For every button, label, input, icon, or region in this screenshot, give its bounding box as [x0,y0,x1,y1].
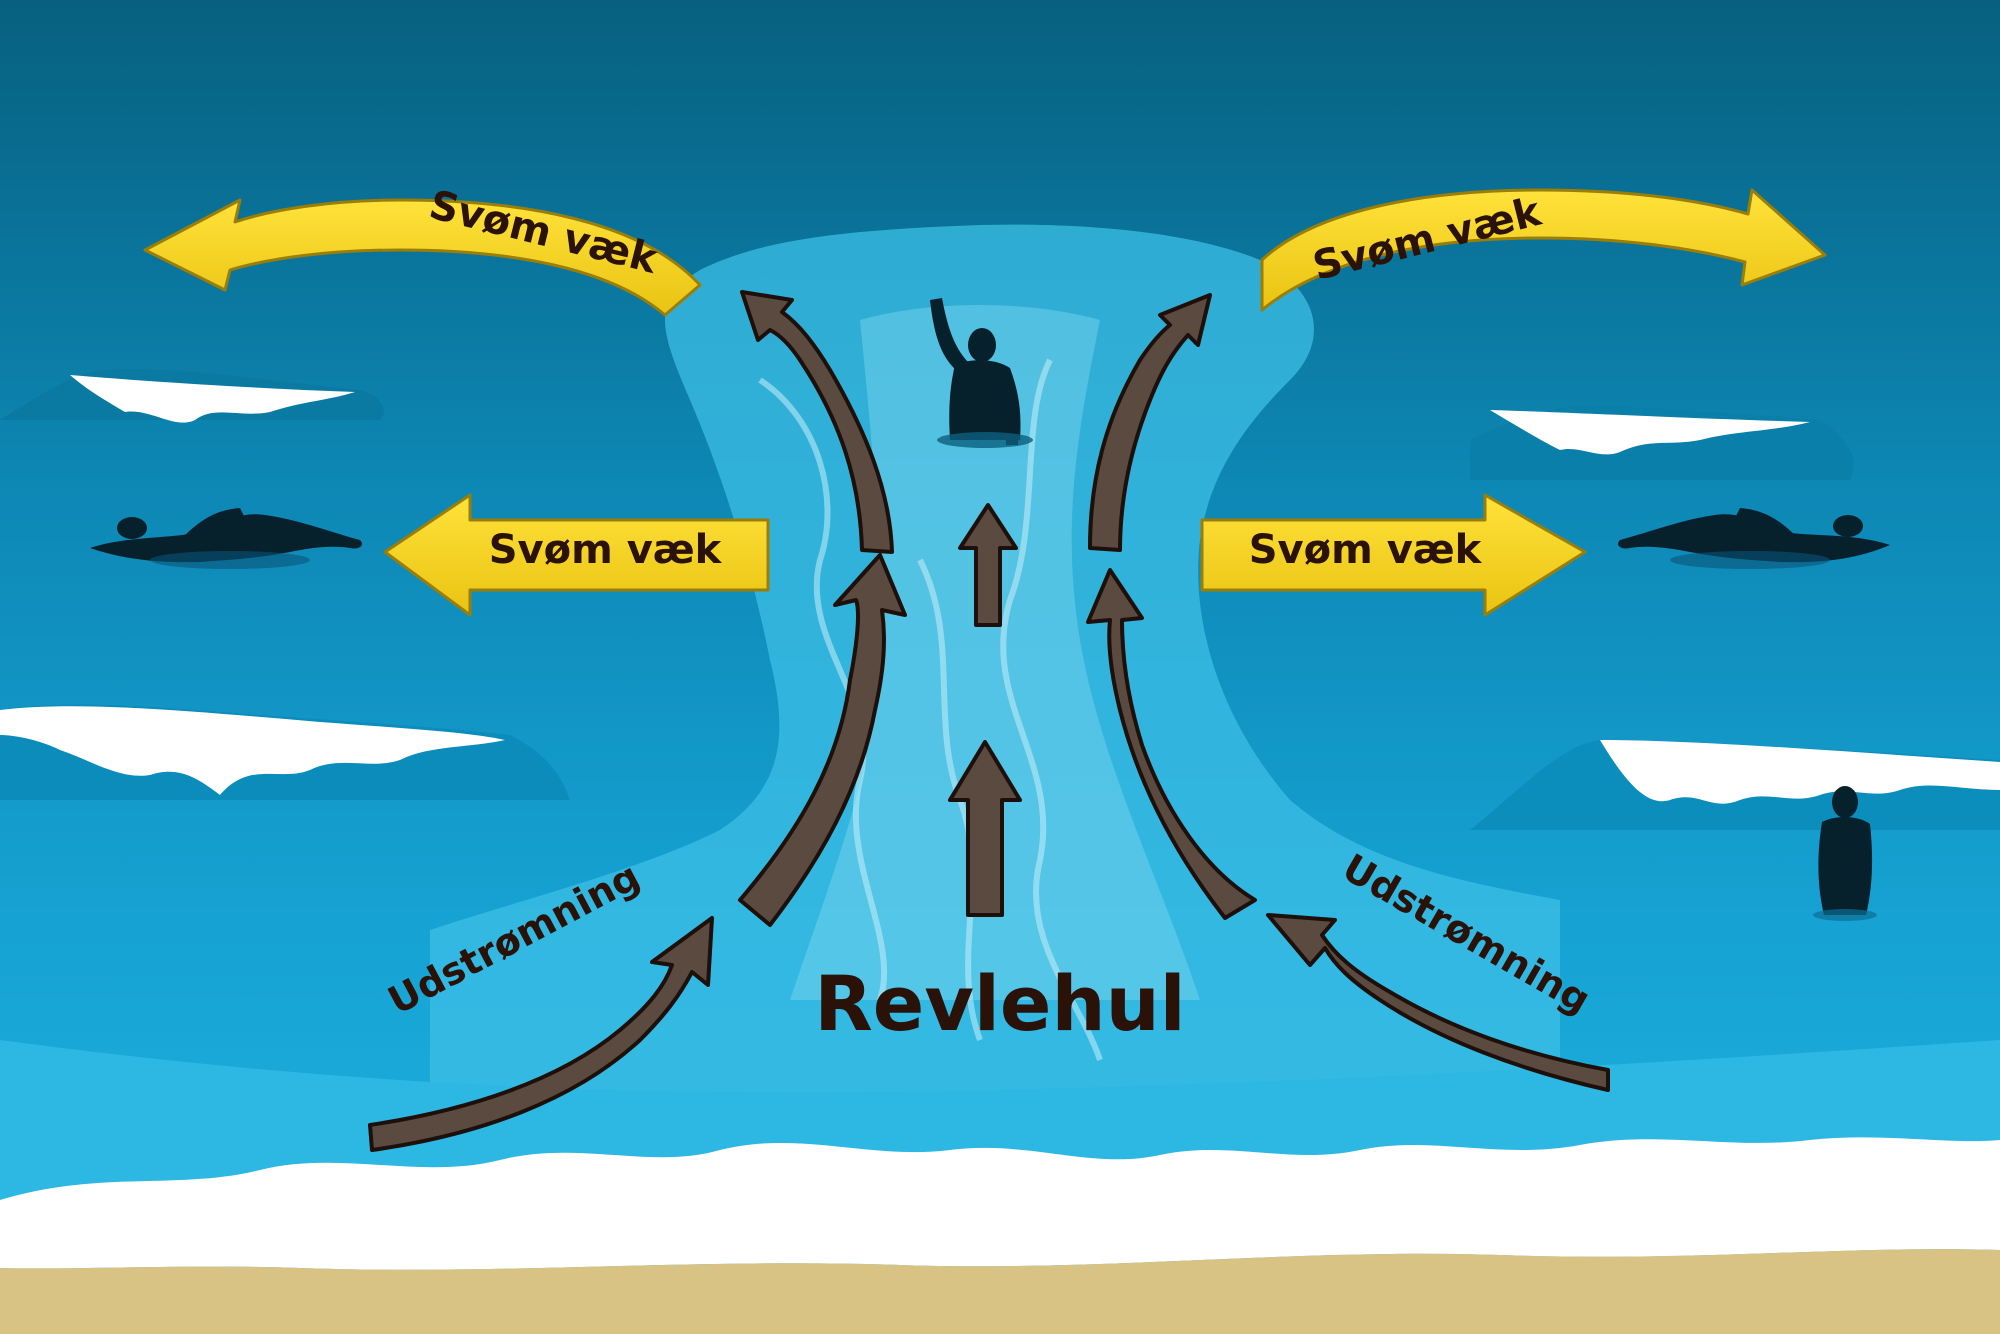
current-arrow-center-lower [948,740,1022,917]
swim-away-arrow-middle-left [383,493,770,617]
swim-away-label-middle-left: Svøm væk [489,527,723,573]
current-arrow-lower-right [1086,568,1257,920]
waving-person-silhouette [930,298,1033,448]
rip-channel-core [790,305,1200,1000]
diagram-title: Revlehul [814,959,1185,1048]
breaking-wave-left-top [0,369,384,423]
swim-away-arrows [143,188,1827,617]
current-arrow-upper-left [740,290,894,554]
swim-away-arrow-middle-right [1200,493,1587,617]
current-arrow-center-upper [958,503,1018,627]
breaking-wave-right-top [1470,405,1854,480]
swim-away-label-middle-right: Svøm væk [1249,527,1483,573]
breaking-wave-right-bottom [1470,740,2000,830]
breaking-wave-left-bottom [0,704,570,800]
current-arrow-outflow-right [1266,913,1610,1092]
shore-foam [0,1137,2000,1270]
current-arrows [368,290,1610,1152]
swim-away-arrow-top-left [143,198,702,317]
current-arrow-lower-left [738,553,907,927]
swim-away-arrow-top-right [1260,188,1827,312]
sand-beach [0,1249,2000,1334]
swimmer-right [1618,508,1890,569]
current-arrow-upper-right [1088,293,1212,552]
current-arrow-outflow-left [368,916,714,1152]
standing-person-silhouette [1813,786,1877,921]
swimmer-left [90,508,362,569]
